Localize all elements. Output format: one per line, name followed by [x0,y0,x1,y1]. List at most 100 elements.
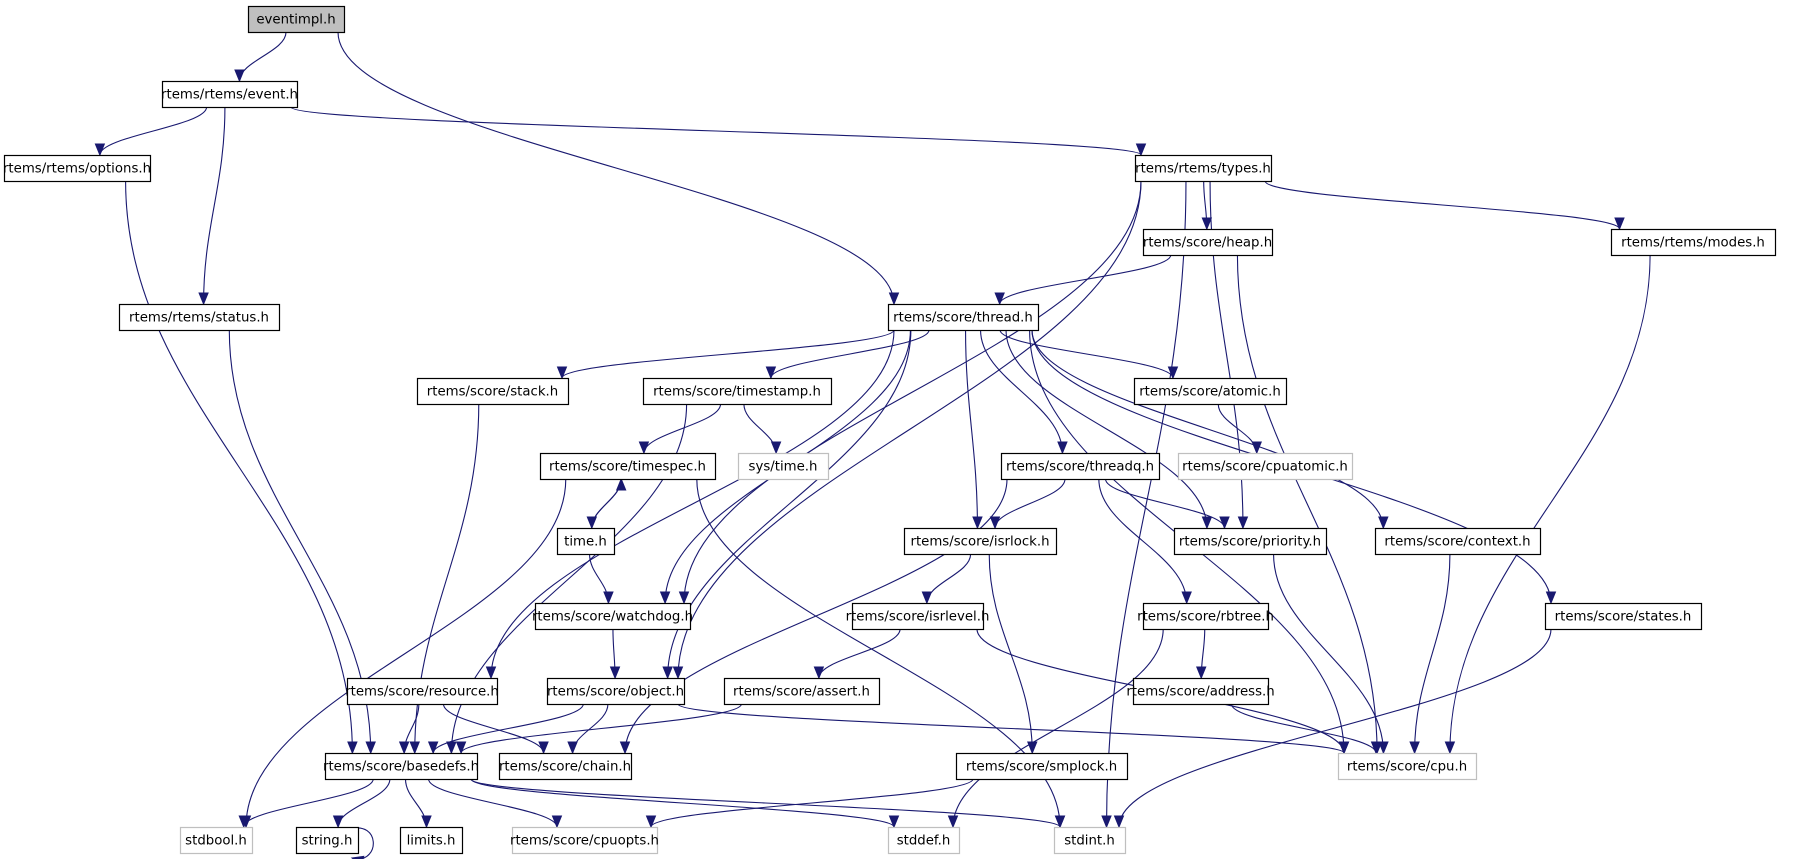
node-timestamp[interactable]: rtems/score/timestamp.h [642,377,833,406]
node-label: rtems/score/assert.h [733,685,870,700]
node-object[interactable]: rtems/score/object.h [546,677,686,706]
edge-eventimpl-to-thread [337,31,900,306]
edge-event-to-types [290,106,1147,157]
nodes-layer: eventimpl.h rtems/rtems/event.h rtems/rtem… [3,5,1777,855]
node-types[interactable]: rtems/rtems/types.h [1134,154,1273,183]
node-box [539,452,717,481]
edge-line [677,180,1142,679]
node-event[interactable]: rtems/rtems/event.h [161,80,299,109]
arrowhead-icon [332,815,344,829]
node-label: rtems/score/cpuopts.h [510,834,659,849]
node-stack[interactable]: rtems/score/stack.h [416,377,570,406]
edge-address-to-cpu [1230,703,1382,755]
edge-line [490,329,895,679]
node-cpuopts: rtems/score/cpuopts.h [510,826,659,855]
node-timespec[interactable]: rtems/score/timespec.h [539,452,717,481]
edge-line [999,254,1172,305]
arrowhead-icon [350,855,365,859]
node-status[interactable]: rtems/rtems/status.h [118,303,281,332]
node-label: rtems/score/thread.h [893,311,1033,326]
edge-line [1273,553,1384,754]
edge-line [1236,254,1378,754]
edge-basedefs-to-stddef [470,778,900,829]
node-box [3,154,152,183]
node-watchdog[interactable]: rtems/score/watchdog.h [532,602,693,631]
node-label: eventimpl.h [256,13,335,28]
edge-options-to-basedefs [125,180,358,755]
edge-line [980,329,1063,454]
node-box [399,826,464,855]
edge-line [238,31,287,82]
node-options[interactable]: rtems/rtems/options.h [3,154,152,183]
edge-timespec-to-timeh [586,478,622,530]
node-threadq[interactable]: rtems/score/threadq.h [1000,452,1161,481]
node-eventimpl: eventimpl.h [247,5,346,34]
node-atomic[interactable]: rtems/score/atomic.h [1133,377,1288,406]
node-smplock[interactable]: rtems/score/smplock.h [955,752,1129,781]
node-box [903,527,1058,556]
arrowhead-icon [1338,741,1350,755]
edge-line [818,628,901,679]
arrowhead-icon [347,741,358,755]
node-stdbool: stdbool.h [179,826,254,855]
edge-line [1449,254,1651,754]
arrowhead-icon [638,441,650,455]
edge-types-to-heap [1201,180,1213,231]
node-basedefs[interactable]: rtems/score/basedefs.h [323,752,479,781]
edge-line [1264,180,1621,230]
node-assert[interactable]: rtems/score/assert.h [723,677,881,706]
edge-line [650,778,974,828]
node-timeh[interactable]: time.h [556,527,616,556]
node-heap[interactable]: rtems/score/heap.h [1142,228,1274,257]
edge-object-to-basedefs [427,703,584,755]
edge-isrlock-to-isrlevel [921,553,972,605]
node-label: rtems/score/object.h [547,685,684,700]
node-resource[interactable]: rtems/score/resource.h [345,677,499,706]
node-context[interactable]: rtems/score/context.h [1374,527,1542,556]
node-box [511,826,659,855]
node-label: sys/time.h [749,460,818,475]
edge-types-to-modes [1264,180,1625,231]
arrowhead-icon [398,741,410,755]
node-label: rtems/score/states.h [1555,610,1692,625]
arrowhead-icon [427,741,439,755]
node-address[interactable]: rtems/score/address.h [1126,677,1275,706]
edge-line [1118,628,1552,828]
node-box [955,752,1129,781]
arrowhead-icon [1167,366,1179,380]
arrowhead-icon [455,741,467,755]
node-modes[interactable]: rtems/rtems/modes.h [1610,228,1777,257]
node-label: rtems/score/basedefs.h [323,760,479,775]
edge-basedefs-to-limits [404,778,432,829]
edge-thread-to-threadq [980,329,1068,455]
edge-isrlock-to-smplock [988,553,1038,755]
edge-line [561,329,895,379]
node-isrlock[interactable]: rtems/score/isrlock.h [903,527,1058,556]
edge-timeh-to-watchdog [589,553,614,605]
node-box [1142,228,1274,257]
node-box [1134,154,1273,183]
arrowhead-icon [198,292,209,306]
arrowhead-icon [678,591,690,605]
edge-line [743,403,777,454]
node-isrlevel[interactable]: rtems/score/isrlevel.h [846,602,990,631]
arrowhead-icon [1219,516,1230,530]
node-rbtree[interactable]: rtems/score/rbtree.h [1137,602,1274,631]
edge-assert-to-basedefs [455,703,742,755]
edge-line [1031,329,1384,529]
edge-line [203,106,226,305]
edge-types-to-stdint [1101,180,1187,829]
node-thread[interactable]: rtems/score/thread.h [887,303,1040,332]
arrowhead-icon [888,815,900,829]
node-limits[interactable]: limits.h [399,826,464,855]
arrowhead-icon [1237,516,1249,530]
edge-timestamp-to-systime [743,403,782,455]
arrowhead-icon [1545,591,1557,605]
node-chain[interactable]: rtems/score/chain.h [498,752,633,781]
node-priority[interactable]: rtems/score/priority.h [1173,527,1328,556]
node-states[interactable]: rtems/score/states.h [1544,602,1703,631]
edge-line [1414,553,1451,754]
node-box [851,602,985,631]
node-string[interactable]: string.h [295,826,360,855]
edge-thread-to-isrlock [965,329,983,530]
